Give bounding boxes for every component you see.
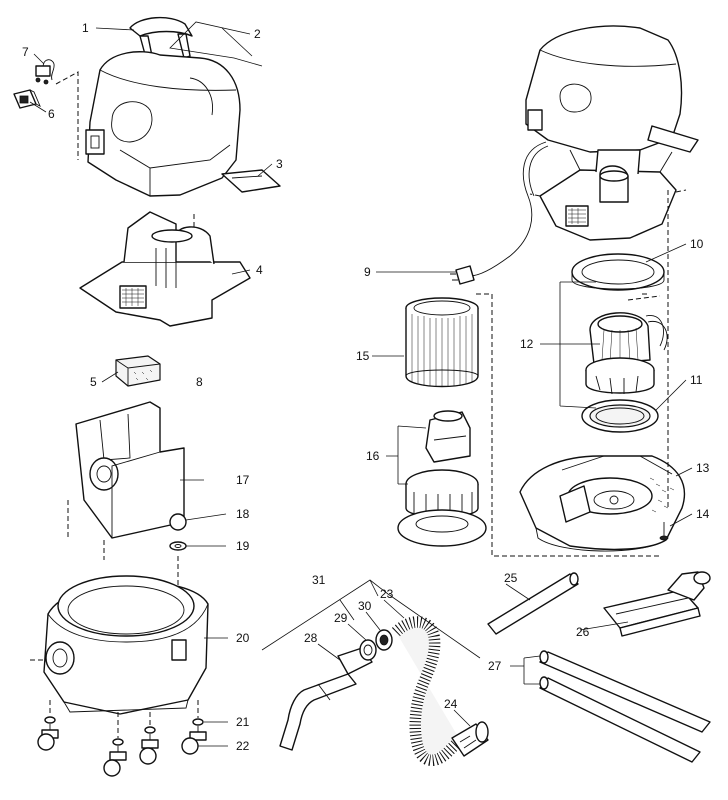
callout-14: 14 — [696, 507, 710, 521]
part-handle — [129, 17, 193, 59]
castor-4 — [181, 718, 207, 755]
castor-2 — [103, 738, 127, 777]
callout-15: 15 — [356, 349, 370, 363]
part-sponge — [115, 355, 161, 387]
callout-5: 5 — [90, 375, 97, 389]
callout-11: 11 — [690, 373, 703, 387]
callout-labels: 1 2 3 4 5 6 7 8 9 10 11 12 13 14 15 16 1… — [22, 21, 710, 753]
part-filter-bag — [75, 401, 185, 539]
part-tank — [30, 575, 209, 715]
callout-20: 20 — [236, 631, 250, 645]
part-extension-tubes — [539, 650, 711, 763]
callout-24: 24 — [444, 697, 458, 711]
part-motor — [585, 293, 668, 395]
part-curved-handle — [279, 647, 373, 751]
part-motor-head — [85, 51, 241, 197]
part-swivel — [375, 629, 393, 651]
callout-19: 19 — [236, 539, 250, 553]
part-hose — [391, 616, 465, 766]
callout-26: 26 — [576, 625, 590, 639]
callout-3: 3 — [276, 157, 283, 171]
callout-4: 4 — [256, 263, 263, 277]
callout-13: 13 — [696, 461, 710, 475]
part-filter-holder — [397, 410, 487, 547]
leader-lines — [29, 21, 693, 747]
callout-16: 16 — [366, 449, 380, 463]
part-power-cord — [450, 141, 549, 285]
part-cartridge-filter — [405, 297, 479, 388]
callout-31: 31 — [312, 573, 326, 587]
callout-8: 8 — [196, 375, 203, 389]
callout-23: 23 — [380, 587, 394, 601]
part-hose-connector — [451, 721, 489, 757]
callout-21: 21 — [236, 715, 250, 729]
callout-28: 28 — [304, 631, 318, 645]
callout-12: 12 — [520, 337, 534, 351]
part-castors — [37, 700, 207, 777]
part-floor-nozzle — [603, 571, 711, 637]
callout-27: 27 — [488, 659, 502, 673]
part-wiring — [35, 59, 55, 85]
part-short-tube — [487, 572, 579, 635]
callout-1: 1 — [82, 21, 89, 35]
part-seal-ring-bottom — [581, 399, 659, 433]
part-motor-support — [79, 211, 251, 327]
callout-22: 22 — [236, 739, 250, 753]
part-base-plate — [519, 455, 686, 552]
part-float — [169, 513, 187, 551]
callout-2: 2 — [254, 27, 261, 41]
callout-9: 9 — [364, 265, 371, 279]
castor-1 — [37, 716, 59, 751]
castor-3 — [139, 726, 159, 765]
callout-6: 6 — [48, 107, 55, 121]
callout-10: 10 — [690, 237, 704, 251]
callout-18: 18 — [236, 507, 250, 521]
callout-29: 29 — [334, 611, 348, 625]
callout-7: 7 — [22, 45, 29, 59]
callout-30: 30 — [358, 599, 372, 613]
part-seal-ring-top — [571, 253, 665, 291]
part-screw — [659, 522, 669, 541]
part-assembled-unit — [525, 25, 699, 241]
part-switch — [13, 89, 41, 109]
callout-25: 25 — [504, 571, 518, 585]
part-coupling — [359, 639, 377, 661]
callout-17: 17 — [236, 473, 250, 487]
part-latch — [221, 169, 281, 193]
